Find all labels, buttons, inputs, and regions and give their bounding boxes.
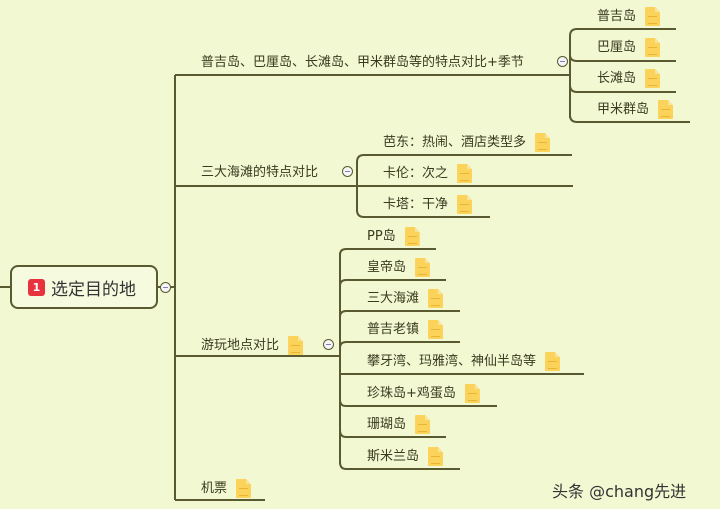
subtopic-three-beaches[interactable]: 三大海滩 bbox=[367, 289, 444, 308]
note-icon[interactable] bbox=[415, 258, 431, 277]
note-icon[interactable] bbox=[457, 164, 473, 183]
note-icon[interactable] bbox=[645, 69, 661, 88]
collapse-toggle-beach-comparison[interactable] bbox=[342, 166, 353, 177]
note-icon[interactable] bbox=[288, 336, 304, 355]
subtopic-old-town[interactable]: 普吉老镇 bbox=[367, 320, 444, 339]
subtopic-bali[interactable]: 巴厘岛 bbox=[597, 38, 661, 57]
subtopic-karon[interactable]: 卡伦：次之 bbox=[383, 164, 473, 183]
subtopic-phuket[interactable]: 普吉岛 bbox=[597, 7, 661, 26]
root-topic-label: 选定目的地 bbox=[51, 279, 136, 300]
note-icon[interactable] bbox=[645, 7, 661, 26]
root-topic[interactable]: 1 选定目的地 bbox=[10, 265, 158, 309]
topic-beach-comparison[interactable]: 三大海滩的特点对比 bbox=[201, 165, 319, 180]
collapse-toggle-island-comparison[interactable] bbox=[557, 56, 568, 67]
note-icon[interactable] bbox=[658, 100, 674, 119]
note-icon[interactable] bbox=[457, 195, 473, 214]
note-icon[interactable] bbox=[415, 415, 431, 434]
topic-island-comparison[interactable]: 普吉岛、巴厘岛、长滩岛、甲米群岛等的特点对比+季节 bbox=[201, 55, 524, 70]
subtopic-kata[interactable]: 卡塔：干净 bbox=[383, 195, 473, 214]
subtopic-phang-nga[interactable]: 攀牙湾、玛雅湾、神仙半岛等 bbox=[367, 352, 561, 371]
priority-badge: 1 bbox=[28, 278, 45, 296]
collapse-toggle-attractions[interactable] bbox=[323, 339, 334, 350]
subtopic-similan[interactable]: 斯米兰岛 bbox=[367, 447, 444, 466]
note-icon[interactable] bbox=[464, 384, 480, 403]
note-icon[interactable] bbox=[428, 289, 444, 308]
note-icon[interactable] bbox=[404, 227, 420, 246]
topic-attractions-comparison[interactable]: 游玩地点对比 bbox=[201, 336, 304, 355]
watermark: 头条 @chang先进 bbox=[552, 482, 687, 501]
subtopic-racha-island[interactable]: 皇帝岛 bbox=[367, 258, 431, 277]
subtopic-pp-island[interactable]: PP岛 bbox=[367, 227, 420, 246]
subtopic-krabi[interactable]: 甲米群岛 bbox=[597, 100, 674, 119]
note-icon[interactable] bbox=[545, 352, 561, 371]
subtopic-coral-island[interactable]: 珊瑚岛 bbox=[367, 415, 431, 434]
subtopic-pearl-egg-island[interactable]: 珍珠岛+鸡蛋岛 bbox=[367, 384, 480, 403]
topic-flights[interactable]: 机票 bbox=[201, 479, 252, 498]
collapse-toggle-root[interactable] bbox=[160, 282, 171, 293]
subtopic-boracay[interactable]: 长滩岛 bbox=[597, 69, 661, 88]
note-icon[interactable] bbox=[236, 479, 252, 498]
note-icon[interactable] bbox=[645, 38, 661, 57]
subtopic-patong[interactable]: 芭东：热闹、酒店类型多 bbox=[383, 133, 551, 152]
note-icon[interactable] bbox=[535, 133, 551, 152]
note-icon[interactable] bbox=[428, 320, 444, 339]
note-icon[interactable] bbox=[428, 447, 444, 466]
